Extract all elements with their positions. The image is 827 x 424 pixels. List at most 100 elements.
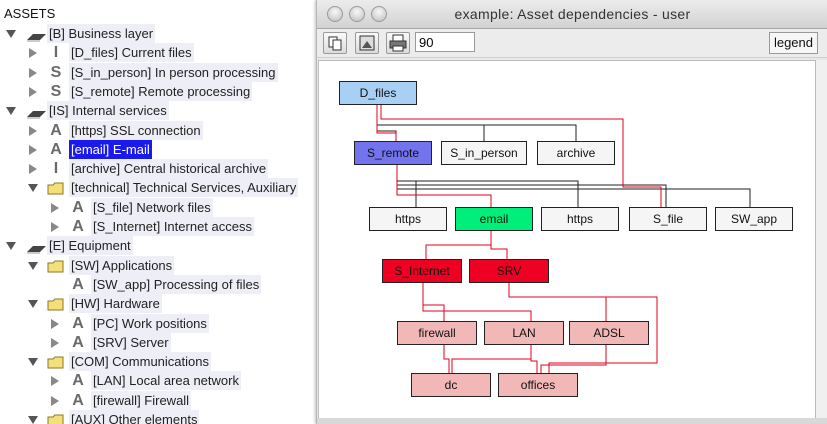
tree-item-label: [LAN] Local area network (91, 371, 241, 391)
collapsed-triangle-icon[interactable] (29, 48, 37, 59)
legend-button[interactable]: legend (768, 32, 818, 54)
application-asset-icon: A (72, 275, 84, 293)
application-asset-icon: A (72, 333, 84, 351)
export-image-button[interactable] (355, 32, 379, 54)
tree-item[interactable]: A[SW_app] Processing of files (0, 274, 330, 294)
zoom-window-icon[interactable] (371, 6, 387, 22)
expanded-triangle-icon[interactable] (28, 261, 38, 270)
printer-icon (389, 34, 407, 52)
graph-node-https2[interactable]: https (541, 207, 619, 231)
tree-item[interactable]: [COM] Communications (0, 352, 330, 372)
window-toolbar: 90 legend (317, 29, 827, 58)
collapsed-triangle-icon[interactable] (29, 144, 37, 155)
graph-node-firewall[interactable]: firewall (397, 321, 477, 345)
tree-item[interactable]: S[S_remote] Remote processing (0, 81, 330, 101)
expanded-triangle-icon[interactable] (28, 300, 38, 309)
tree-item[interactable]: S[S_in_person] In person processing (0, 62, 330, 82)
tree-title: ASSETS (4, 6, 56, 21)
layer-icon (25, 28, 46, 42)
information-asset-icon: I (53, 160, 59, 178)
graph-node-s-internet[interactable]: S_Internet (382, 259, 462, 283)
edge-dfiles-sremote (376, 105, 397, 141)
expanded-triangle-icon[interactable] (6, 30, 16, 38)
tree-item-label: [archive] Central historical archive (69, 159, 269, 179)
collapsed-triangle-icon[interactable] (29, 164, 37, 175)
layer-icon (25, 240, 46, 254)
tree-item-label: [SRV] Server (91, 332, 171, 352)
tree-item-label: [PC] Work positions (91, 313, 209, 333)
tree-item[interactable]: A [S_file] Network files (0, 197, 330, 217)
application-asset-icon: A (72, 198, 84, 216)
tree-item[interactable]: [SW] Applications (0, 255, 330, 275)
tree-item[interactable]: [E] Equipment (0, 236, 330, 256)
collapsed-triangle-icon[interactable] (29, 125, 37, 136)
edge-sremote-https2 (397, 180, 579, 207)
graph-node-adsl[interactable]: ADSL (569, 321, 649, 345)
tree-item[interactable]: [technical] Technical Services, Auxiliar… (0, 178, 330, 198)
tree-item-label: [S_file] Network files (91, 197, 213, 217)
tree-item[interactable]: I[D_files] Current files (0, 43, 330, 63)
expanded-triangle-icon[interactable] (28, 358, 38, 367)
tree-item[interactable]: [IS] Internal services (0, 101, 330, 121)
graph-node-email[interactable]: email (455, 207, 533, 231)
print-button[interactable] (386, 32, 410, 54)
tree-item[interactable]: A[https] SSL connection (0, 120, 330, 140)
edge-red-email-sinternet (425, 231, 492, 259)
application-asset-icon: A (50, 121, 62, 139)
tree-item[interactable]: I [archive] Central historical archive (0, 159, 330, 179)
graph-node-s-remote[interactable]: S_remote (354, 141, 432, 165)
edge-sremote-sfile (397, 184, 667, 207)
tree-item[interactable]: [B] Business layer (0, 24, 330, 43)
collapsed-triangle-icon[interactable] (51, 337, 59, 348)
image-export-icon (359, 35, 375, 51)
graph-node-lan[interactable]: LAN (484, 321, 564, 345)
collapsed-triangle-icon[interactable] (29, 86, 37, 97)
tree-item-label: [HW] Hardware (69, 294, 162, 314)
expanded-triangle-icon[interactable] (28, 184, 38, 193)
tree-item[interactable]: A[firewall] Firewall (0, 390, 330, 410)
edge-red-srv-adsl (508, 283, 607, 321)
collapsed-triangle-icon[interactable] (51, 202, 59, 213)
asset-dependencies-window: example: Asset dependencies - user 90 le… (316, 0, 827, 424)
expanded-triangle-icon[interactable] (6, 107, 16, 116)
graph-node-s-in-person[interactable]: S_in_person (441, 141, 527, 165)
graph-node-archive[interactable]: archive (537, 141, 615, 165)
tree-item[interactable]: A [SRV] Server (0, 332, 330, 352)
tree-item[interactable]: A[LAN] Local area network (0, 371, 330, 391)
edge-red-lan-offices (530, 345, 538, 373)
tree-item[interactable]: A[S_Internet] Internet access (0, 217, 330, 236)
collapsed-triangle-icon[interactable] (29, 67, 37, 78)
application-asset-icon: A (72, 314, 84, 332)
tree-item-label: [SW] Applications (69, 255, 175, 275)
expanded-triangle-icon[interactable] (6, 242, 16, 251)
tree-item-label: [S_Internet] Internet access (91, 217, 254, 236)
tree-item[interactable]: [HW] Hardware (0, 294, 330, 314)
minimize-window-icon[interactable] (349, 6, 365, 22)
graph-node-d-files[interactable]: D_files (339, 81, 417, 105)
graph-node-sw-app[interactable]: SW_app (715, 207, 793, 231)
graph-node-srv[interactable]: SRV (469, 259, 549, 283)
graph-node-s-file[interactable]: S_file (629, 207, 707, 231)
tree-item-label: [B] Business layer (47, 24, 156, 43)
tree-item-label: [email] E-mail (69, 139, 152, 159)
edge-red-email-srv (490, 231, 508, 259)
collapsed-triangle-icon[interactable] (51, 222, 59, 232)
edge-red-sremote-email (396, 165, 492, 207)
copy-button[interactable] (323, 32, 347, 54)
tree-item-label: [AUX] Other elements (69, 410, 200, 424)
tree-item[interactable]: A[email] E-mail (0, 139, 330, 159)
tree-item[interactable]: [AUX] Other elements (0, 410, 330, 424)
graph-node-offices[interactable]: offices (498, 373, 578, 397)
collapsed-triangle-icon[interactable] (51, 395, 59, 406)
window-titlebar[interactable]: example: Asset dependencies - user (317, 0, 827, 29)
expanded-triangle-icon[interactable] (28, 416, 38, 424)
close-window-icon[interactable] (327, 6, 343, 22)
graph-node-dc[interactable]: dc (411, 373, 491, 397)
tree-item[interactable]: A [PC] Work positions (0, 313, 330, 333)
zoom-input[interactable]: 90 (415, 32, 475, 52)
vertical-scrollbar[interactable] (816, 60, 827, 418)
collapsed-triangle-icon[interactable] (51, 376, 59, 387)
collapsed-triangle-icon[interactable] (51, 318, 59, 329)
graph-node-https1[interactable]: https (369, 207, 447, 231)
